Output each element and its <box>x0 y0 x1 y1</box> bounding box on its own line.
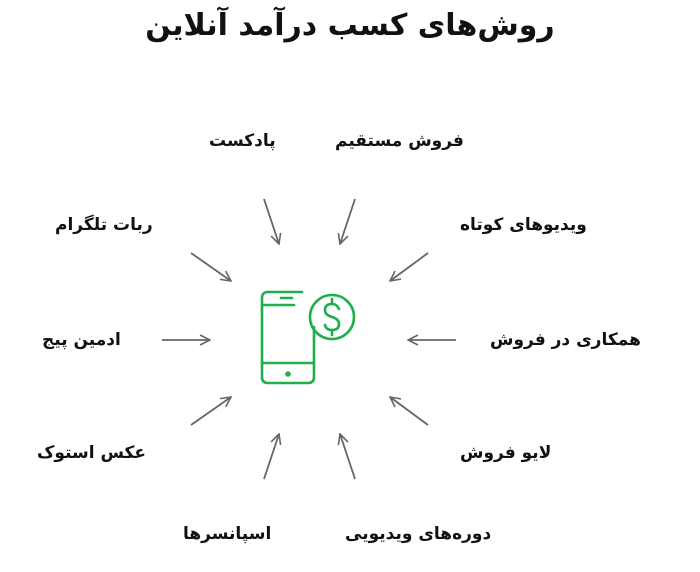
phone-dollar-icon <box>260 290 356 385</box>
label-telegram-bot: ربات تلگرام <box>55 215 153 235</box>
arrow-podcast <box>263 198 279 244</box>
arrow-stock-photo <box>190 397 231 426</box>
label-stock-photo: عکس استوک <box>37 443 146 463</box>
label-sponsors: اسپانسرها <box>183 524 272 544</box>
arrow-live-selling <box>390 397 429 426</box>
label-live-selling: لایو فروش <box>460 443 552 463</box>
label-short-videos: ویدیوهای کوتاه <box>460 215 587 235</box>
label-video-courses: دوره‌های ویدیویی <box>345 524 492 544</box>
arrow-sponsors <box>263 434 279 480</box>
label-direct-sales: فروش مستقیم <box>335 131 464 151</box>
page-title: روش‌های کسب درآمد آنلاین <box>145 8 555 43</box>
arrow-direct-sales <box>340 198 356 244</box>
arrow-telegram-bot <box>190 252 231 281</box>
arrow-video-courses <box>340 434 356 480</box>
label-page-admin: ادمین پیج <box>42 330 121 350</box>
arrow-short-videos <box>390 252 429 281</box>
label-affiliate-sales: همکاری در فروش <box>490 330 641 350</box>
label-podcast: پادکست <box>209 131 276 151</box>
